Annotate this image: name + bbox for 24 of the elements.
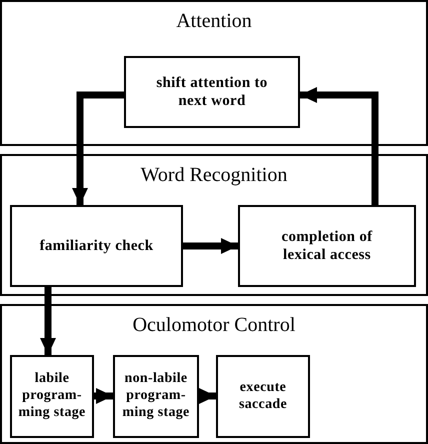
box-label: familiarity check <box>40 237 154 255</box>
box-label: execute saccade <box>238 380 288 414</box>
process-box <box>216 355 310 438</box>
stage-band <box>0 304 428 444</box>
stage-band <box>0 0 428 146</box>
process-box <box>238 205 416 287</box>
arrow <box>183 238 238 254</box>
process-box <box>113 355 199 438</box>
arrow <box>94 388 113 404</box>
process-box <box>10 205 183 287</box>
box-label: labile program-ming stage <box>17 371 87 422</box>
process-box <box>10 355 94 438</box>
arrow <box>300 87 378 205</box>
band-title: Attention <box>175 10 253 33</box>
arrow <box>40 287 56 355</box>
band-title: Oculomotor Control <box>132 314 296 337</box>
band-title: Word Recognition <box>140 164 288 187</box>
box-label: non-labile program-ming stage <box>121 371 191 422</box>
process-box <box>124 56 300 128</box>
box-label: shift attention to next word <box>155 74 269 110</box>
arrow <box>72 92 124 205</box>
arrow <box>199 388 216 404</box>
box-label: completion of lexical access <box>280 228 374 264</box>
stage-band <box>0 154 428 296</box>
